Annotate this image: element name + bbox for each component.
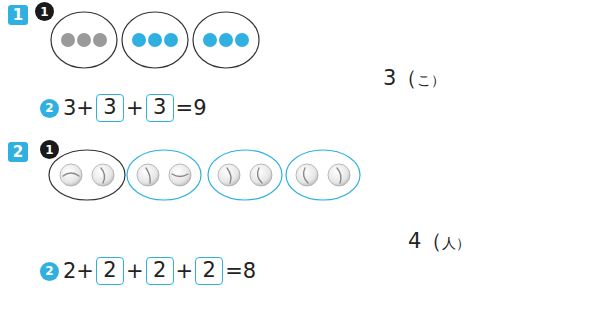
node-text: 3 xyxy=(153,96,166,119)
answer-box: 2 xyxy=(146,257,174,285)
equation-text: + xyxy=(176,259,194,283)
answer-box: 2 xyxy=(96,257,124,285)
equation-text: 2+ xyxy=(63,259,94,283)
equation-row: 22+2+2+2=8 xyxy=(40,257,256,285)
node-text: 2 xyxy=(45,101,53,115)
node-text: 2 xyxy=(203,259,216,282)
node-text: 1 xyxy=(13,6,23,24)
answer-unit: 3（こ） xyxy=(383,64,445,92)
answer-box: 3 xyxy=(146,94,174,122)
marble-groups xyxy=(49,150,360,200)
answer-unit: 4（人） xyxy=(408,227,470,255)
node-text: 1 xyxy=(45,143,53,157)
problem-badge: 1 xyxy=(8,5,28,25)
step-number: 2 xyxy=(40,99,59,118)
node-text: 2 xyxy=(103,259,116,282)
step-number: 2 xyxy=(40,262,59,281)
step-number: 1 xyxy=(35,2,54,21)
step-number: 1 xyxy=(40,140,59,159)
answer-box: 3 xyxy=(96,94,124,122)
equation-text: 3+ xyxy=(63,96,94,120)
equation-text: + xyxy=(126,259,144,283)
equation-text: =9 xyxy=(176,96,207,120)
node-text: 2 xyxy=(153,259,166,282)
answer-box: 2 xyxy=(195,257,223,285)
node-text: 1 xyxy=(40,5,48,19)
node-text: 2 xyxy=(45,264,53,278)
equation-text: =8 xyxy=(225,259,256,283)
problem-badge: 2 xyxy=(8,142,28,162)
equation-text: + xyxy=(126,96,144,120)
node-text: 2 xyxy=(13,143,23,161)
equation-row: 23+3+3=9 xyxy=(40,94,207,122)
node-text: 3 xyxy=(103,96,116,119)
counter-groups xyxy=(51,12,259,68)
